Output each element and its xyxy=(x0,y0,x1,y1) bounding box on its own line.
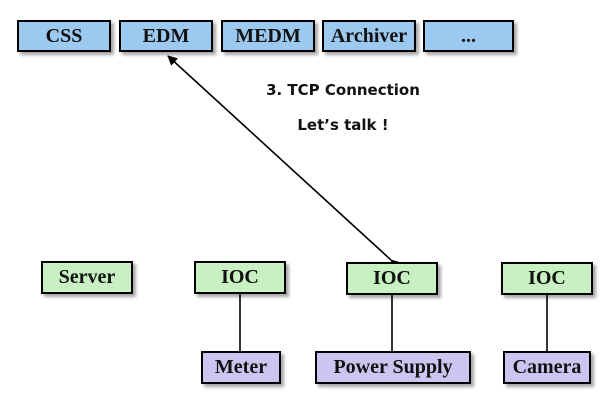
ioc-box-1: IOC xyxy=(194,261,286,294)
client-medm: MEDM xyxy=(221,20,315,52)
client-more: ... xyxy=(423,20,514,52)
power-supply-box: Power Supply xyxy=(315,351,471,384)
annotation-message: Let’s talk ! xyxy=(297,116,389,134)
ioc-box-3: IOC xyxy=(501,262,593,295)
annotation-step: 3. TCP Connection xyxy=(266,81,420,99)
client-css: CSS xyxy=(17,20,111,52)
client-archiver: Archiver xyxy=(322,20,416,52)
ioc-box-2: IOC xyxy=(346,262,438,295)
tcp-connection-arrow xyxy=(167,55,402,270)
server-box: Server xyxy=(41,261,133,294)
meter-box: Meter xyxy=(201,351,281,384)
camera-box: Camera xyxy=(503,351,591,384)
client-edm: EDM xyxy=(119,20,213,52)
